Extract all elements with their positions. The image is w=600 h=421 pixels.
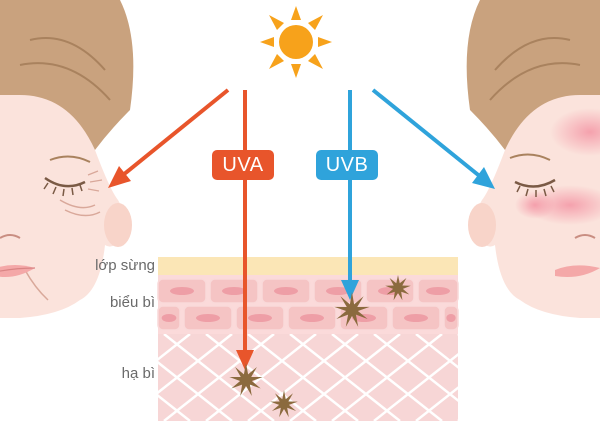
cell-nucleus (404, 314, 428, 322)
stratum-corneum-layer (158, 257, 458, 275)
layer-label-corneum: lớp sừng (95, 257, 155, 274)
uvb-arrowhead-epidermis (341, 280, 359, 300)
uvb-ray-to-face (371, 88, 484, 180)
layer-label-dermis: hạ bì (121, 365, 155, 382)
epidermis-cells (157, 278, 459, 331)
uva-arrowhead-face (108, 166, 131, 188)
damage-burst-icon (385, 275, 411, 301)
damage-bursts (229, 275, 411, 418)
cell-nucleus (196, 314, 220, 322)
damage-burst-icon (229, 363, 263, 396)
cell-nucleus (222, 287, 246, 295)
cell-nucleus (274, 287, 298, 295)
sun-icon (260, 6, 332, 78)
cell-nucleus (446, 314, 456, 322)
cell-nucleus (300, 314, 324, 322)
uvb-rays (341, 88, 495, 300)
damage-burst-icon (334, 292, 370, 327)
uva-ray-to-face (121, 88, 230, 177)
cell-nucleus (170, 287, 194, 295)
cell-nucleus (426, 287, 450, 295)
cell-nucleus (161, 314, 177, 322)
uvb-arrowhead-face (472, 167, 495, 189)
cell-nucleus (326, 287, 350, 295)
skin-cross-section (157, 257, 459, 421)
uva-arrowhead-dermis (236, 350, 254, 370)
cell-nucleus (248, 314, 272, 322)
uvb-label: UVB (316, 150, 378, 180)
left-face (0, 0, 134, 318)
uva-label: UVA (212, 150, 274, 180)
dermis-layer (158, 334, 458, 421)
layer-label-epidermis: biểu bì (109, 294, 155, 311)
uva-rays (108, 88, 254, 370)
right-face (466, 0, 600, 318)
damage-burst-icon (270, 390, 298, 418)
cell-nucleus (352, 314, 376, 322)
